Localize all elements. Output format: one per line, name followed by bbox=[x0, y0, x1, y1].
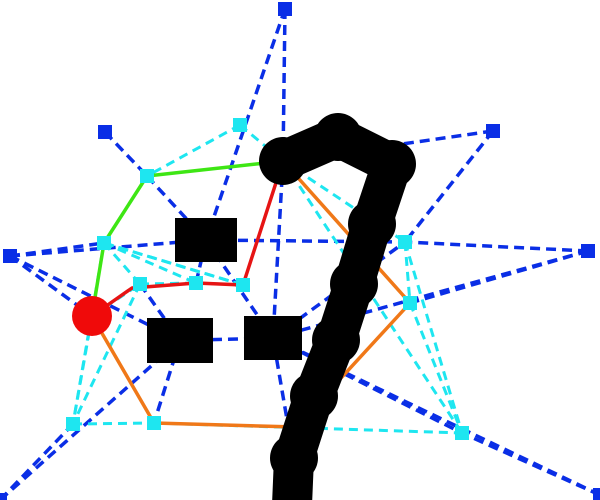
black-stroke bbox=[259, 113, 416, 500]
inner-edge-8 bbox=[103, 241, 244, 287]
outer-edge-1 bbox=[281, 8, 287, 162]
inner-edge-15 bbox=[71, 283, 142, 425]
stroke-blob-1 bbox=[259, 137, 307, 185]
outer-edge-10 bbox=[404, 240, 589, 253]
stroke-blob-5 bbox=[330, 260, 378, 308]
inner-edge-21 bbox=[281, 160, 464, 434]
inner-node-10 bbox=[147, 416, 161, 430]
inner-node-9 bbox=[66, 417, 80, 431]
inner-node-2 bbox=[140, 169, 154, 183]
obstacle-box-1 bbox=[175, 218, 237, 262]
inner-nodes bbox=[66, 118, 469, 440]
outer-edge-3 bbox=[103, 130, 149, 178]
stroke-blob-6 bbox=[312, 316, 360, 364]
outer-edge-17 bbox=[272, 336, 600, 497]
obstacle-box-2 bbox=[147, 318, 213, 363]
obstacle-box-3 bbox=[244, 316, 302, 360]
inner-node-11 bbox=[455, 426, 469, 440]
outer-edge-13 bbox=[0, 422, 75, 500]
inner-node-7 bbox=[236, 278, 250, 292]
outer-node-1 bbox=[278, 2, 292, 16]
inner-edge-20 bbox=[408, 302, 464, 434]
outer-node-8 bbox=[593, 488, 600, 500]
stroke-blob-3 bbox=[368, 140, 416, 188]
outer-node-2 bbox=[98, 125, 112, 139]
outer-edge-14 bbox=[0, 339, 182, 500]
stroke-blob-2 bbox=[314, 113, 362, 161]
start-marker bbox=[72, 296, 112, 336]
inner-edge-16 bbox=[72, 421, 155, 426]
outer-node-4 bbox=[3, 249, 17, 263]
outer-edge-5 bbox=[403, 129, 495, 244]
stroke-blob-7 bbox=[290, 372, 338, 420]
inner-node-8 bbox=[403, 296, 417, 310]
outer-edge-11 bbox=[409, 249, 589, 305]
inner-edge-1 bbox=[146, 123, 241, 178]
obstacles bbox=[147, 218, 302, 363]
inner-node-3 bbox=[97, 236, 111, 250]
outer-node-6 bbox=[0, 493, 7, 500]
inner-edge-11 bbox=[103, 241, 244, 287]
inner-node-6 bbox=[189, 276, 203, 290]
outer-node-5 bbox=[581, 244, 595, 258]
start-node-circle bbox=[72, 296, 112, 336]
outer-edge-2 bbox=[204, 8, 287, 241]
inner-edge-19 bbox=[403, 241, 464, 434]
outer-node-3 bbox=[486, 124, 500, 138]
outer-edge-23 bbox=[152, 339, 182, 424]
outer-edge-15 bbox=[271, 337, 302, 496]
inner-node-4 bbox=[398, 235, 412, 249]
inner-node-5 bbox=[133, 277, 147, 291]
inner-edge-18 bbox=[403, 241, 412, 304]
stroke-blob-4 bbox=[348, 200, 396, 248]
green-path bbox=[90, 159, 284, 317]
outer-edge-21 bbox=[271, 160, 285, 339]
stroke-blob-8 bbox=[270, 434, 318, 482]
outer-edge-24 bbox=[272, 336, 463, 435]
inner-edge-7 bbox=[103, 241, 197, 285]
inner-node-1 bbox=[233, 118, 247, 132]
